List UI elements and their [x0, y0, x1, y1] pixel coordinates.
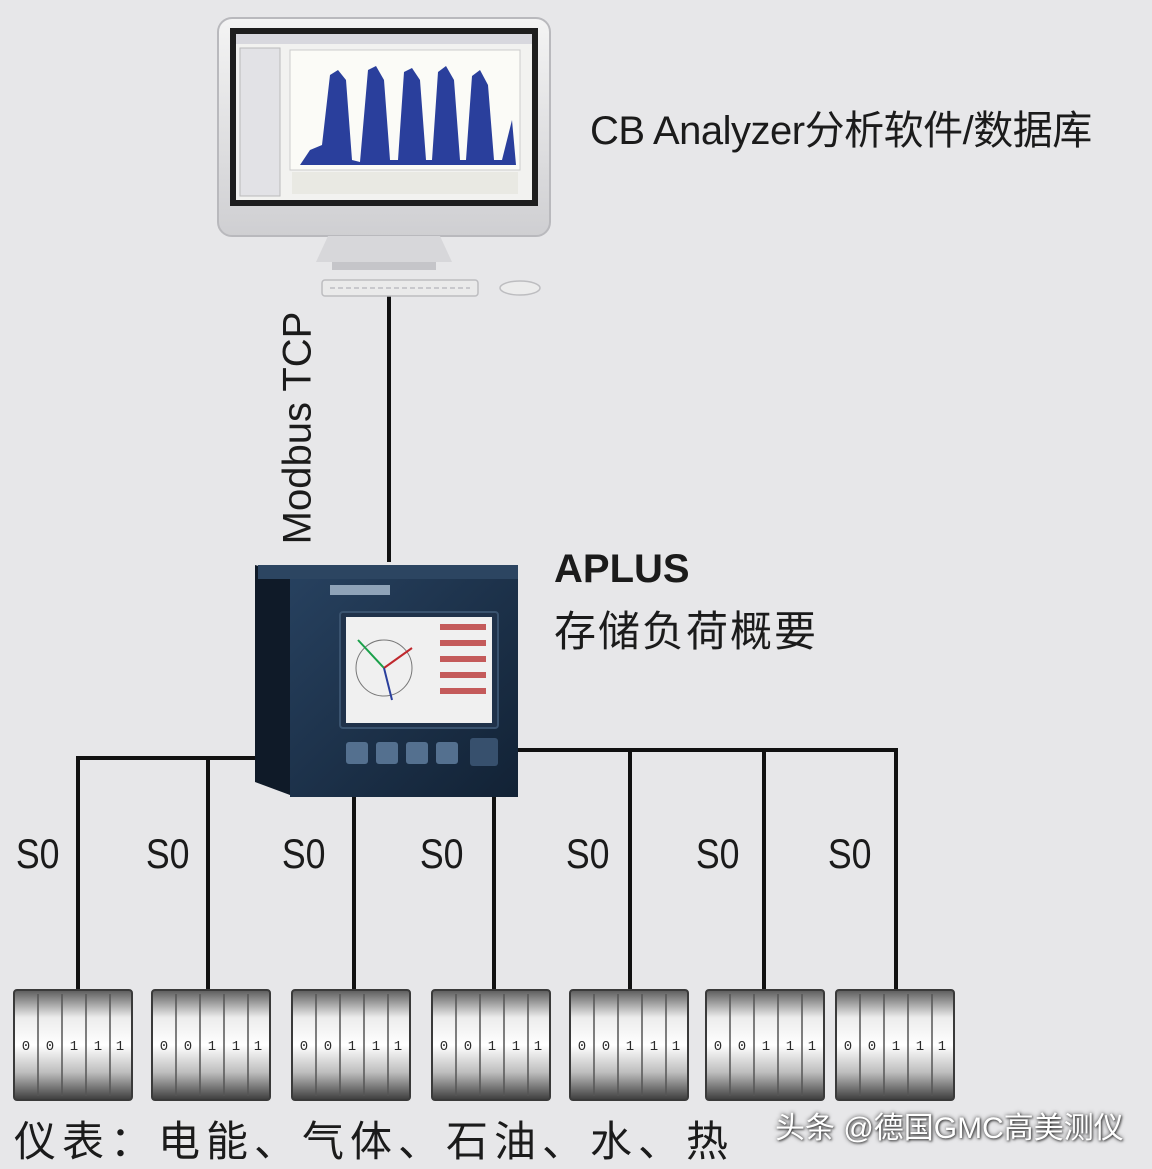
- svg-text:1: 1: [70, 1039, 78, 1055]
- software-label: CB Analyzer分析软件/数据库: [590, 109, 1092, 153]
- desktop-monitor-icon: [217, 17, 551, 270]
- svg-text:1: 1: [116, 1039, 124, 1055]
- bus-right-line: [512, 748, 898, 990]
- device-subtitle: 存储负荷概要: [554, 608, 819, 655]
- bus-left-line: [76, 756, 288, 990]
- s0-port-label: S0: [145, 830, 190, 877]
- s0-port-label: S0: [827, 830, 872, 877]
- keyboard-icon: [321, 279, 479, 297]
- meters-caption: 仪表：电能、气体、石油、水、热: [14, 1118, 735, 1165]
- svg-text:0: 0: [46, 1039, 54, 1055]
- watermark: 头条 @德国GMC高美测仪: [775, 1112, 1124, 1145]
- s0-port-label: S0: [281, 830, 326, 877]
- s0-port-label: S0: [15, 830, 60, 877]
- s0-port-label: S0: [695, 830, 740, 877]
- s0-port-label: S0: [565, 830, 610, 877]
- s0-port-label: S0: [419, 830, 464, 877]
- connection-lines: [76, 296, 898, 990]
- svg-text:1: 1: [94, 1039, 102, 1055]
- svg-text:0: 0: [22, 1039, 30, 1055]
- modbus-tcp-label: Modbus TCP: [275, 311, 320, 545]
- mouse-icon: [499, 280, 541, 296]
- chart-bars: [300, 66, 516, 165]
- power-analyzer-icon: [255, 565, 518, 797]
- device-name: APLUS: [554, 547, 690, 591]
